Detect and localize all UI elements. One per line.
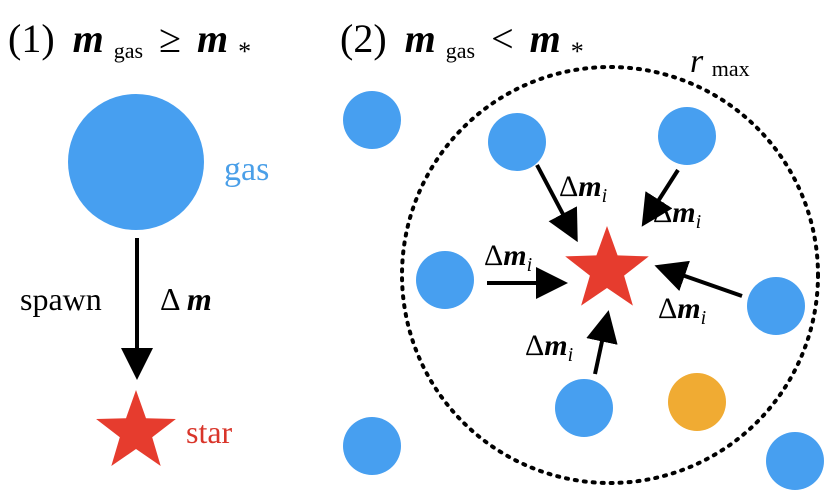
panel1-gas-subscript: gas [114,38,143,63]
rmax-label: r max [690,43,750,81]
accretion-arrow [654,260,743,298]
gas-particle-outside [766,432,824,490]
gas-particle-neighbor [747,277,805,335]
panel1-relation: ≥ [159,16,181,61]
panel1-star-subscript: * [238,37,251,66]
delta-m-i-label: Δmi [525,329,573,366]
panel2-relation: < [491,16,514,61]
star-particle-spawned [96,390,176,466]
gas-label: gas [224,151,269,188]
panel1-heading: (1) m gas ≥ m * [8,16,251,67]
panel1-m-gas: m [73,16,104,61]
delta-m-i-label: Δmi [658,292,706,329]
accretion-arrow [586,310,618,375]
gas-particle-large [68,94,204,230]
star-particle-central [565,226,649,306]
accretion-arrow [641,168,680,227]
delta-m-variable: m [187,281,212,317]
accretion-arrow [535,164,578,243]
other-particle [668,373,726,431]
panel2-number: (2) [340,16,387,61]
panel2-gas-subscript: gas [446,38,475,63]
gas-particle-outside [343,91,401,149]
gas-particle-neighbor [488,113,546,171]
gas-particle-neighbor [416,251,474,309]
radius-variable: r [690,43,704,80]
panel2-m-star: m [530,16,561,61]
panel2-star-subscript: * [571,37,584,66]
panel1-m-star: m [197,16,228,61]
panel1-number: (1) [8,16,55,61]
delta-m-label: Δ m [160,281,212,317]
radius-subscript: max [712,56,750,81]
gas-particle-neighbor [658,107,716,165]
delta-m-i-label: Δmi [559,170,607,207]
delta-symbol: Δ [160,281,180,317]
panel2-m-gas: m [405,16,436,61]
delta-m-i-label: Δmi [484,239,532,276]
star-label: star [186,414,233,450]
panel2-heading: (2) m gas < m * [340,16,584,67]
spawn-label: spawn [20,281,102,317]
delta-m-i-label: Δmi [653,196,701,233]
gas-particle-outside [343,417,401,475]
gas-particle-neighbor [555,379,613,437]
search-radius-circle [400,65,820,485]
